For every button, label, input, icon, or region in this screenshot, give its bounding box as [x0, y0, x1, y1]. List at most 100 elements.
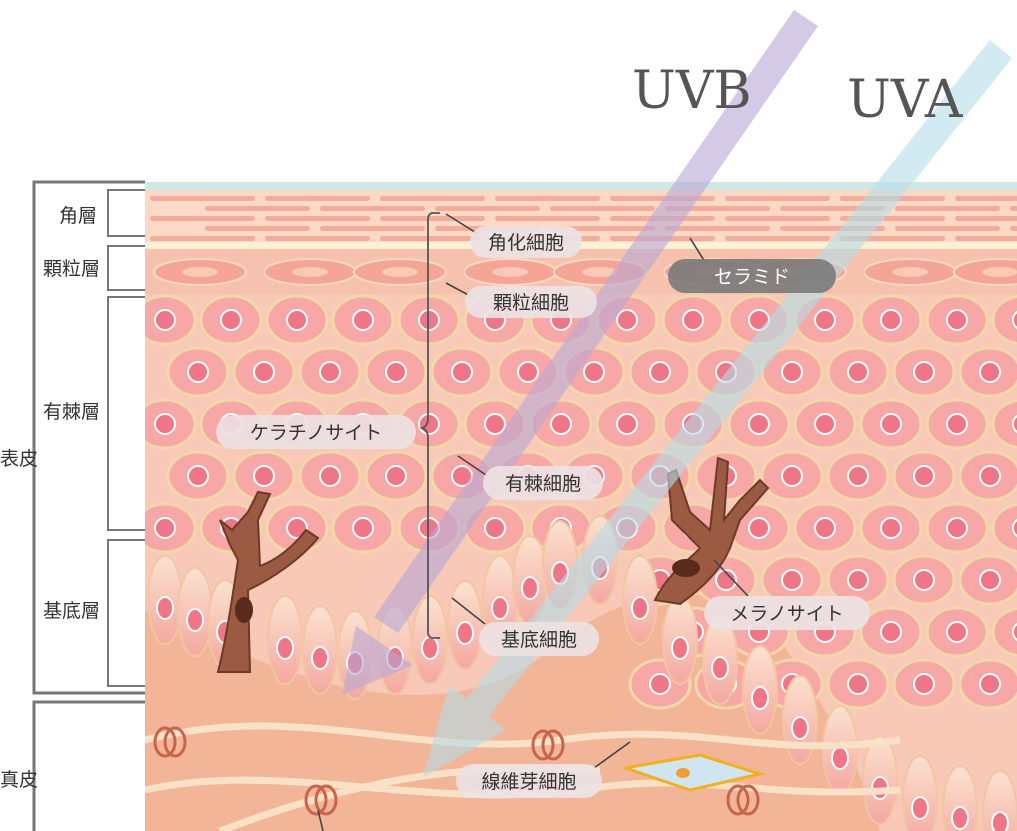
corneocyte: [205, 226, 310, 231]
label-spinous-cell: 有棘細胞: [505, 473, 581, 495]
cell-nucleus: [221, 310, 241, 330]
label-stratum-granulosum: 顆粒層: [43, 258, 100, 280]
skin-illustration: [135, 182, 1017, 831]
cell-nucleus: [992, 812, 1008, 831]
cell-nucleus: [452, 362, 472, 382]
cell-nucleus: [881, 310, 901, 330]
cell-nucleus: [782, 362, 802, 382]
label-dermis: 真皮: [0, 769, 38, 791]
cell-nucleus: [848, 466, 868, 486]
corneocyte: [320, 206, 425, 211]
pill-kitei: 基底細胞: [479, 622, 599, 656]
cell-nucleus: [292, 267, 328, 277]
cell-nucleus: [320, 362, 340, 382]
cell-nucleus: [749, 414, 769, 434]
pill-karyu: 顆粒細胞: [465, 286, 597, 318]
uva-label: UVA: [847, 70, 964, 130]
cell-nucleus: [320, 466, 340, 486]
cell-nucleus: [980, 674, 1000, 694]
cell-nucleus: [752, 687, 768, 709]
cell-nucleus: [386, 362, 406, 382]
corneocyte: [1010, 206, 1017, 211]
corneocyte: [150, 216, 255, 221]
corneocyte: [265, 236, 370, 241]
uvb-label: UVB: [632, 61, 752, 121]
cell-nucleus: [382, 267, 418, 277]
cell-nucleus: [712, 657, 728, 679]
corneocyte: [265, 196, 370, 201]
label-melanocyte: メラノサイト: [730, 603, 844, 625]
cell-nucleus: [492, 597, 508, 619]
cell-nucleus: [892, 267, 928, 277]
cell-nucleus: [353, 518, 373, 538]
cell-nucleus: [632, 597, 648, 619]
cell-nucleus: [672, 637, 688, 659]
cell-nucleus: [952, 807, 968, 829]
cell-nucleus: [419, 310, 439, 330]
corneocyte: [380, 216, 485, 221]
cell-nucleus: [155, 310, 175, 330]
label-keratinized-cell: 角化細胞: [488, 232, 564, 254]
corneocyte: [725, 216, 830, 221]
cell-nucleus: [551, 414, 571, 434]
label-ceramide: セラミド: [714, 266, 790, 288]
corneocyte: [150, 236, 255, 241]
granular-cells: [154, 259, 1017, 285]
cell-nucleus: [782, 570, 802, 590]
corneocyte: [725, 196, 830, 201]
cell-nucleus: [914, 674, 934, 694]
cell-nucleus: [422, 637, 438, 659]
cell-nucleus: [848, 570, 868, 590]
cell-nucleus: [187, 609, 203, 631]
cell-nucleus: [386, 466, 406, 486]
cell-nucleus: [914, 570, 934, 590]
cell-nucleus: [155, 518, 175, 538]
cell-nucleus: [980, 466, 1000, 486]
cell-nucleus: [522, 577, 538, 599]
pill-fibroblast: 線維芽細胞: [456, 764, 602, 798]
cell-nucleus: [980, 570, 1000, 590]
cell-nucleus: [749, 518, 769, 538]
cell-nucleus: [485, 414, 505, 434]
corneocyte: [320, 226, 425, 231]
cell-nucleus: [914, 362, 934, 382]
cell-nucleus: [457, 622, 473, 644]
corneocyte: [895, 226, 1000, 231]
cell-nucleus: [881, 518, 901, 538]
pill-yukyoku: 有棘細胞: [483, 466, 603, 500]
cell-nucleus: [353, 310, 373, 330]
corneocyte: [665, 226, 770, 231]
corneocyte: [550, 206, 655, 211]
cell-nucleus: [254, 362, 274, 382]
cell-nucleus: [848, 362, 868, 382]
cell-nucleus: [832, 747, 848, 769]
cell-nucleus: [792, 717, 808, 739]
cell-nucleus: [650, 362, 670, 382]
cell-nucleus: [312, 647, 328, 669]
cell-nucleus: [881, 414, 901, 434]
corneocyte: [265, 216, 370, 221]
cell-nucleus: [947, 518, 967, 538]
cell-nucleus: [947, 622, 967, 642]
corneocyte: [435, 206, 540, 211]
cell-nucleus: [947, 310, 967, 330]
label-fibroblast: 線維芽細胞: [481, 771, 576, 793]
corneocyte: [495, 216, 600, 221]
cell-nucleus: [492, 267, 528, 277]
corneocyte: [955, 236, 1017, 241]
cell-nucleus: [982, 267, 1017, 277]
pill-keratinocyte: ケラチノサイト: [216, 415, 416, 449]
cell-nucleus: [980, 362, 1000, 382]
cell-nucleus: [914, 466, 934, 486]
corneocyte: [955, 216, 1017, 221]
cell-nucleus: [188, 362, 208, 382]
pill-ceramide: セラミド: [668, 259, 836, 293]
pill-melanocyte: メラノサイト: [704, 596, 870, 630]
cell-nucleus: [518, 362, 538, 382]
cell-nucleus: [617, 310, 637, 330]
cell-nucleus: [912, 797, 928, 819]
cell-nucleus: [485, 518, 505, 538]
cell-nucleus: [782, 466, 802, 486]
cell-nucleus: [947, 414, 967, 434]
cell-nucleus: [254, 466, 274, 486]
